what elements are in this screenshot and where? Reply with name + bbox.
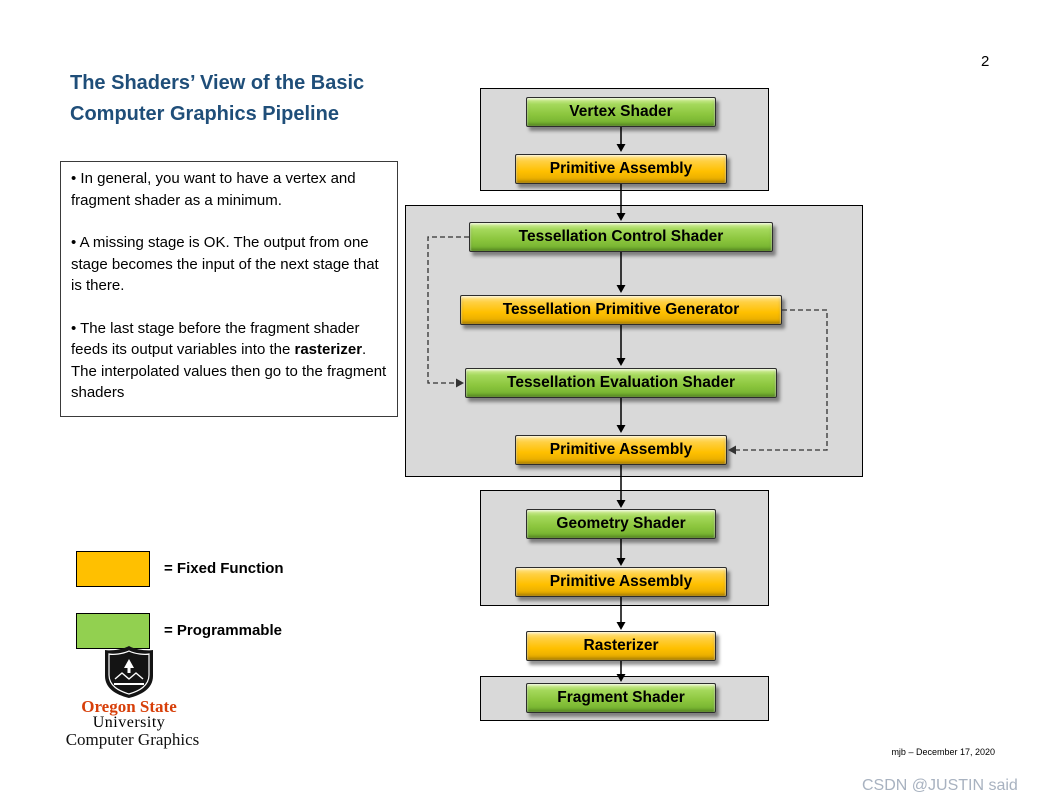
- legend-programmable-label: = Programmable: [164, 622, 282, 639]
- stage-primitive-assembly-3: Primitive Assembly: [515, 567, 727, 597]
- computer-graphics-caption: Computer Graphics: [65, 730, 200, 749]
- osu-wordmark-line1: Oregon State: [81, 697, 177, 716]
- stage-geometry-shader: Geometry Shader: [526, 509, 716, 539]
- watermark: CSDN @JUSTIN said: [862, 777, 1018, 794]
- legend-fixed-function-label: = Fixed Function: [164, 560, 284, 577]
- legend-fixed-function-swatch: [76, 551, 150, 587]
- notes-box: • In general, you want to have a vertex …: [60, 161, 398, 417]
- stage-tessellation-evaluation-shader: Tessellation Evaluation Shader: [465, 368, 777, 398]
- stage-tessellation-control-shader: Tessellation Control Shader: [469, 222, 773, 252]
- stage-primitive-assembly-2: Primitive Assembly: [515, 435, 727, 465]
- notes-bullet-2: • A missing stage is OK. The output from…: [71, 234, 379, 294]
- slide-title: The Shaders’ View of the Basic Computer …: [70, 68, 480, 130]
- stage-rasterizer: Rasterizer: [526, 631, 716, 661]
- stage-primitive-assembly-1: Primitive Assembly: [515, 154, 727, 184]
- osu-crest-logo: [101, 645, 157, 699]
- slide-title-line1: The Shaders’ View of the Basic: [70, 72, 365, 94]
- stage-fragment-shader: Fragment Shader: [526, 683, 716, 713]
- notes-bullet-3: • The last stage before the fragment sha…: [71, 319, 387, 402]
- osu-wordmark-line2: University: [92, 714, 166, 731]
- stage-tessellation-primitive-generator: Tessellation Primitive Generator: [460, 295, 782, 325]
- footer-credit: mjb – December 17, 2020: [891, 747, 995, 757]
- slide-title-line2: Computer Graphics Pipeline: [70, 103, 339, 125]
- stage-vertex-shader: Vertex Shader: [526, 97, 716, 127]
- page-number: 2: [981, 53, 990, 70]
- legend-programmable-swatch: [76, 613, 150, 649]
- notes-bullet-1: • In general, you want to have a vertex …: [71, 170, 356, 209]
